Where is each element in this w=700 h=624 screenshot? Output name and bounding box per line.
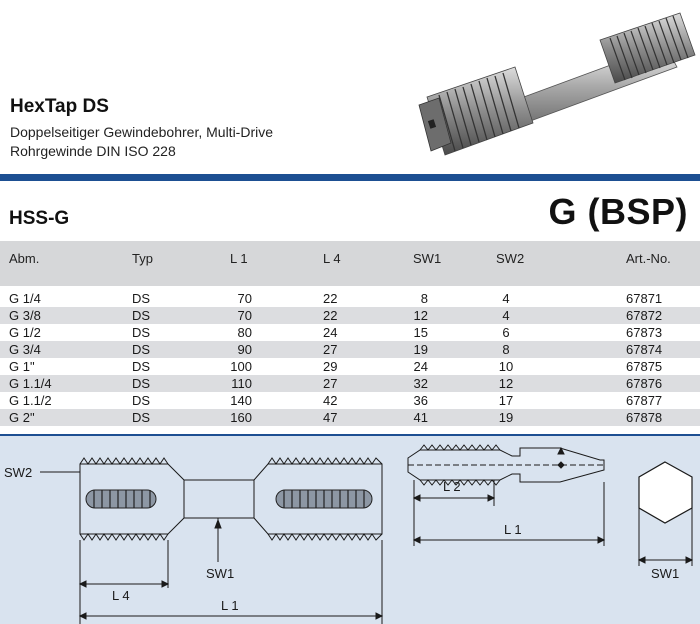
product-standard: Rohrgewinde DIN ISO 228 bbox=[10, 143, 176, 159]
dim-label-l4: L 4 bbox=[112, 588, 130, 603]
hexagon-cross-section bbox=[638, 461, 693, 524]
cell-abm: G 1" bbox=[9, 359, 35, 374]
cell-sw2: 10 bbox=[498, 359, 514, 374]
product-description: Doppelseitiger Gewindebohrer, Multi-Driv… bbox=[10, 124, 274, 140]
cell-sw2: 4 bbox=[502, 291, 510, 306]
cell-sw1: 19 bbox=[413, 342, 428, 357]
cell-typ: DS bbox=[132, 291, 151, 306]
cell-sw2: 19 bbox=[498, 410, 514, 425]
cell-l1: 100 bbox=[230, 359, 252, 374]
table-row: G 1.1/2 DS 140 42 36 17 67877 bbox=[0, 392, 700, 409]
cell-typ: DS bbox=[132, 393, 151, 408]
table-row: G 1.1/4 DS 110 27 32 12 67876 bbox=[0, 375, 700, 392]
cell-l4: 27 bbox=[323, 342, 338, 357]
col-header-sw2: SW2 bbox=[496, 251, 525, 266]
table-row: G 1/2 DS 80 24 15 6 67873 bbox=[0, 324, 700, 341]
cell-l1: 110 bbox=[231, 376, 252, 391]
table-row: G 3/4 DS 90 27 19 8 67874 bbox=[0, 341, 700, 358]
tap-dimension-drawing bbox=[40, 444, 694, 624]
material-label: HSS-G bbox=[9, 208, 70, 229]
cell-typ: DS bbox=[132, 410, 151, 425]
dimensions-table: Abm. Typ L 1 L 4 SW1 SW2 Art.-No. G 1/4 … bbox=[0, 241, 700, 432]
cell-l1: 70 bbox=[237, 291, 252, 306]
cell-l1: 140 bbox=[230, 393, 252, 408]
col-header-typ: Typ bbox=[132, 251, 153, 266]
table-divider bbox=[0, 434, 700, 436]
cell-sw1: 41 bbox=[413, 410, 428, 425]
table-row: G 1" DS 100 29 24 10 67875 bbox=[0, 358, 700, 375]
cell-sw2: 6 bbox=[502, 325, 510, 340]
table-row: G 1/4 DS 70 22 8 4 67871 bbox=[0, 290, 700, 307]
header-divider bbox=[0, 174, 700, 181]
cell-l4: 47 bbox=[323, 410, 338, 425]
table-row: G 2" DS 160 47 41 19 67878 bbox=[0, 409, 700, 426]
cell-l4: 22 bbox=[323, 308, 338, 323]
cell-art-no: 67874 bbox=[626, 342, 663, 357]
cell-typ: DS bbox=[132, 359, 151, 374]
cell-l1: 90 bbox=[237, 342, 252, 357]
cell-l4: 29 bbox=[323, 359, 338, 374]
cell-abm: G 1/2 bbox=[9, 325, 41, 340]
cell-sw1: 32 bbox=[413, 376, 428, 391]
cell-l4: 27 bbox=[323, 376, 338, 391]
col-header-art-no: Art.-No. bbox=[626, 251, 671, 266]
cell-sw1: 8 bbox=[420, 291, 428, 306]
cell-l4: 42 bbox=[323, 393, 338, 408]
thread-standard-title: G (BSP) bbox=[548, 191, 688, 232]
technical-drawing: SW2 L 4 SW1 L 1 L 2 L 1 SW1 bbox=[0, 436, 700, 624]
cell-typ: DS bbox=[132, 342, 151, 357]
section-header: HSS-G G (BSP) bbox=[0, 181, 700, 241]
col-header-abm: Abm. bbox=[9, 251, 40, 266]
cell-abm: G 1.1/4 bbox=[9, 376, 52, 391]
cell-l4: 22 bbox=[323, 291, 338, 306]
product-title: HexTap DS bbox=[10, 96, 109, 117]
tap-product-image bbox=[418, 12, 696, 156]
cell-art-no: 67878 bbox=[626, 410, 663, 425]
cell-art-no: 67877 bbox=[626, 393, 663, 408]
cell-l4: 24 bbox=[323, 325, 338, 340]
cell-sw2: 8 bbox=[502, 342, 510, 357]
cell-typ: DS bbox=[132, 376, 151, 391]
dim-label-sw1-hex: SW1 bbox=[651, 566, 680, 581]
cell-typ: DS bbox=[132, 308, 151, 323]
cell-typ: DS bbox=[132, 325, 151, 340]
cell-sw2: 12 bbox=[498, 376, 514, 391]
product-header: HexTap DS Doppelseitiger Gewindebohrer, … bbox=[0, 0, 700, 172]
cell-art-no: 67871 bbox=[626, 291, 663, 306]
table-header: Abm. Typ L 1 L 4 SW1 SW2 Art.-No. bbox=[0, 241, 700, 286]
cell-sw1: 12 bbox=[413, 308, 428, 323]
cell-abm: G 3/4 bbox=[9, 342, 41, 357]
cell-sw2: 4 bbox=[502, 308, 510, 323]
cell-art-no: 67875 bbox=[626, 359, 663, 374]
col-header-l1: L 1 bbox=[230, 251, 248, 266]
table-body: G 1/4 DS 70 22 8 4 67871 G 3/8 DS 70 22 … bbox=[0, 290, 700, 426]
cell-art-no: 67873 bbox=[626, 325, 663, 340]
cell-l1: 80 bbox=[237, 325, 252, 340]
dim-label-l2: L 2 bbox=[443, 479, 461, 494]
dim-label-l1: L 1 bbox=[221, 598, 239, 613]
cell-sw2: 17 bbox=[498, 393, 514, 408]
cell-abm: G 2" bbox=[9, 410, 35, 425]
cell-sw1: 15 bbox=[413, 325, 428, 340]
cell-abm: G 3/8 bbox=[9, 308, 41, 323]
dim-label-sw1: SW1 bbox=[206, 566, 235, 581]
table-row: G 3/8 DS 70 22 12 4 67872 bbox=[0, 307, 700, 324]
col-header-sw1: SW1 bbox=[413, 251, 442, 266]
cell-abm: G 1.1/2 bbox=[9, 393, 52, 408]
cell-art-no: 67876 bbox=[626, 376, 663, 391]
cell-l1: 160 bbox=[230, 410, 252, 425]
cell-sw1: 36 bbox=[413, 393, 428, 408]
cell-abm: G 1/4 bbox=[9, 291, 41, 306]
middle-tap-outline bbox=[407, 447, 605, 483]
cell-l1: 70 bbox=[237, 308, 252, 323]
dim-label-sw2: SW2 bbox=[4, 465, 33, 480]
col-header-l4: L 4 bbox=[323, 251, 341, 266]
cell-art-no: 67872 bbox=[626, 308, 663, 323]
cell-sw1: 24 bbox=[413, 359, 428, 374]
dim-label-l1-middle: L 1 bbox=[504, 522, 522, 537]
